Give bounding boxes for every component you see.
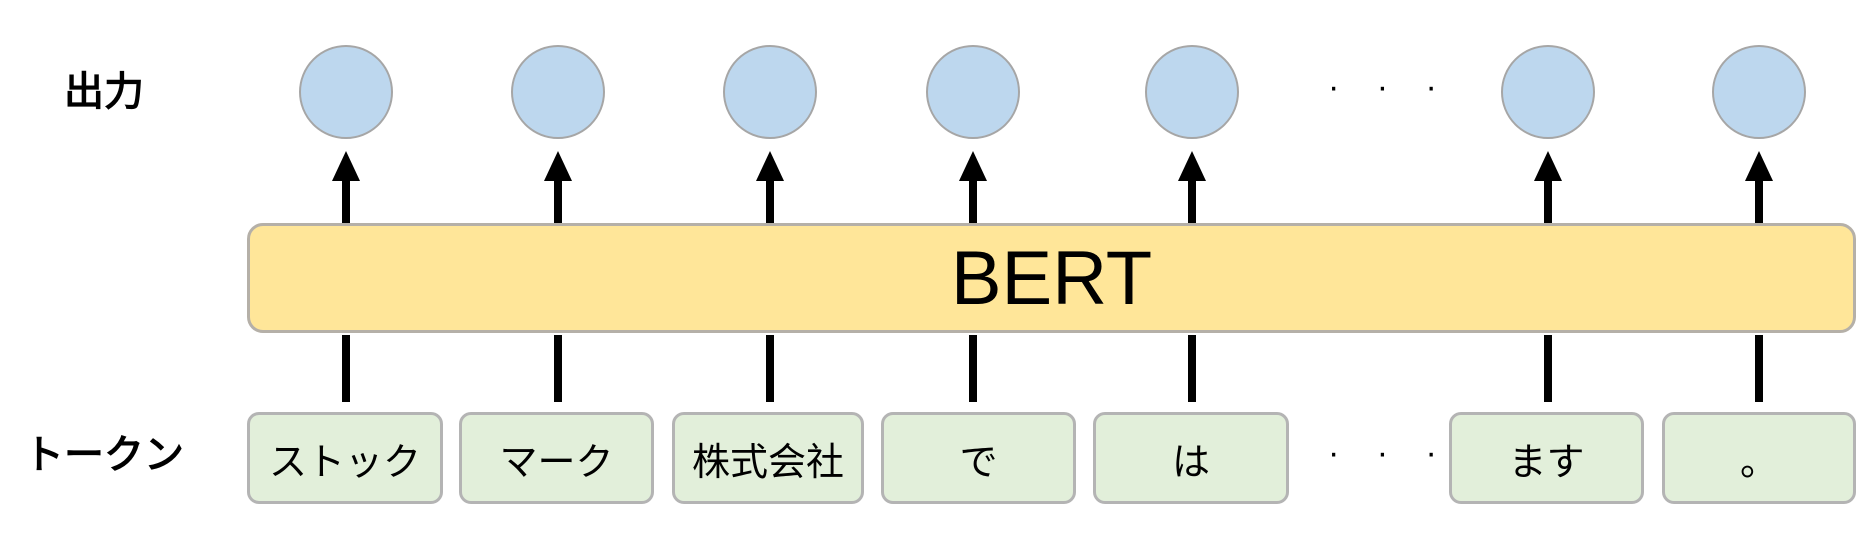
token-label: 株式会社	[691, 441, 844, 484]
arrow-head-icon	[1534, 151, 1562, 181]
arrow-shaft-upper	[969, 178, 977, 223]
token-ellipsis: · · ·	[1328, 434, 1451, 472]
arrow-head-icon	[1745, 151, 1773, 181]
arrow-head-icon	[756, 151, 784, 181]
token-box: 株式会社	[672, 412, 864, 504]
output-ellipsis: · · ·	[1328, 68, 1451, 106]
arrow-shaft-lower	[766, 335, 774, 402]
arrow-shaft-upper	[1544, 178, 1552, 223]
output-node	[511, 45, 605, 139]
token-box: で	[881, 412, 1076, 504]
arrow-shaft-lower	[1755, 335, 1763, 402]
token-label: は	[1171, 441, 1210, 484]
arrow-shaft-upper	[766, 178, 774, 223]
bert-label: BERT	[950, 235, 1153, 321]
arrow-head-icon	[1178, 151, 1206, 181]
bert-model-box: BERT	[247, 223, 1856, 333]
arrow-shaft-lower	[969, 335, 977, 402]
output-node	[1712, 45, 1806, 139]
arrow-shaft-lower	[1188, 335, 1196, 402]
token-row-label: トークン	[24, 433, 184, 477]
arrow-head-icon	[544, 151, 572, 181]
token-label: マーク	[499, 441, 614, 484]
token-box: は	[1093, 412, 1289, 504]
arrow-shaft-lower	[1544, 335, 1552, 402]
token-box: 。	[1662, 412, 1856, 504]
arrow-head-icon	[959, 151, 987, 181]
arrow-shaft-lower	[342, 335, 350, 402]
arrow-shaft-upper	[1188, 178, 1196, 223]
output-node	[723, 45, 817, 139]
output-node	[299, 45, 393, 139]
arrow-shaft-lower	[554, 335, 562, 402]
arrow-shaft-upper	[1755, 178, 1763, 223]
token-box: ストック	[247, 412, 443, 504]
token-box: ます	[1449, 412, 1644, 504]
output-row-label: 出力	[64, 70, 144, 114]
output-node	[926, 45, 1020, 139]
output-node	[1501, 45, 1595, 139]
arrow-shaft-upper	[342, 178, 350, 223]
token-label: 。	[1739, 441, 1778, 484]
arrow-head-icon	[332, 151, 360, 181]
token-label: で	[959, 441, 998, 484]
token-label: ストック	[268, 441, 421, 484]
arrow-shaft-upper	[554, 178, 562, 223]
output-node	[1145, 45, 1239, 139]
token-box: マーク	[459, 412, 654, 504]
token-label: ます	[1508, 441, 1585, 484]
